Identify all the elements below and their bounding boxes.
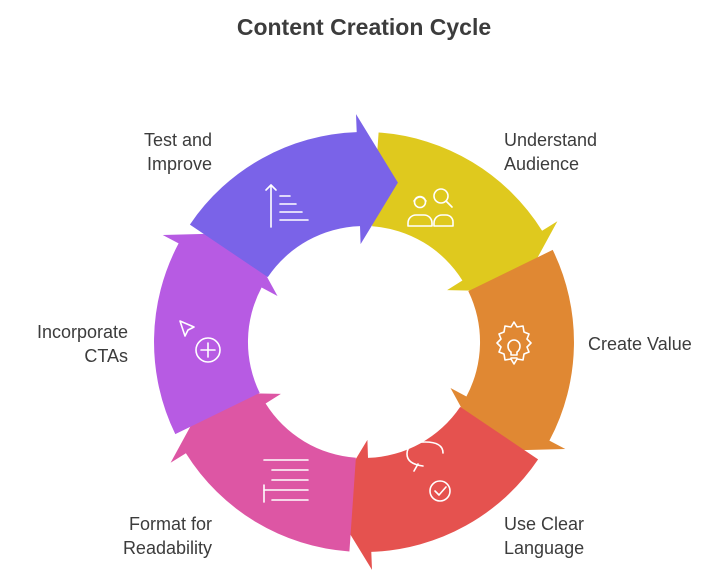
step-label-create-value: Create Value	[588, 334, 692, 354]
list-lines-icon	[263, 459, 309, 503]
chat-check-icon	[406, 441, 451, 502]
cycle-segment-use-clear-language	[330, 406, 539, 570]
cycle-segment-understand-audience	[372, 132, 558, 292]
cycle-segment-test-and-improve	[189, 114, 398, 278]
cursor-plus-icon	[179, 320, 221, 363]
sort-ascending-icon	[265, 184, 309, 228]
cycle-segment-format-for-readability	[170, 392, 356, 552]
people-search-icon	[407, 188, 454, 227]
cycle-segment-create-value	[450, 249, 574, 452]
cycle-segment-incorporate-ctas	[154, 232, 278, 435]
page-title: Content Creation Cycle	[236, 14, 492, 40]
gear-bulb-icon	[496, 321, 532, 365]
